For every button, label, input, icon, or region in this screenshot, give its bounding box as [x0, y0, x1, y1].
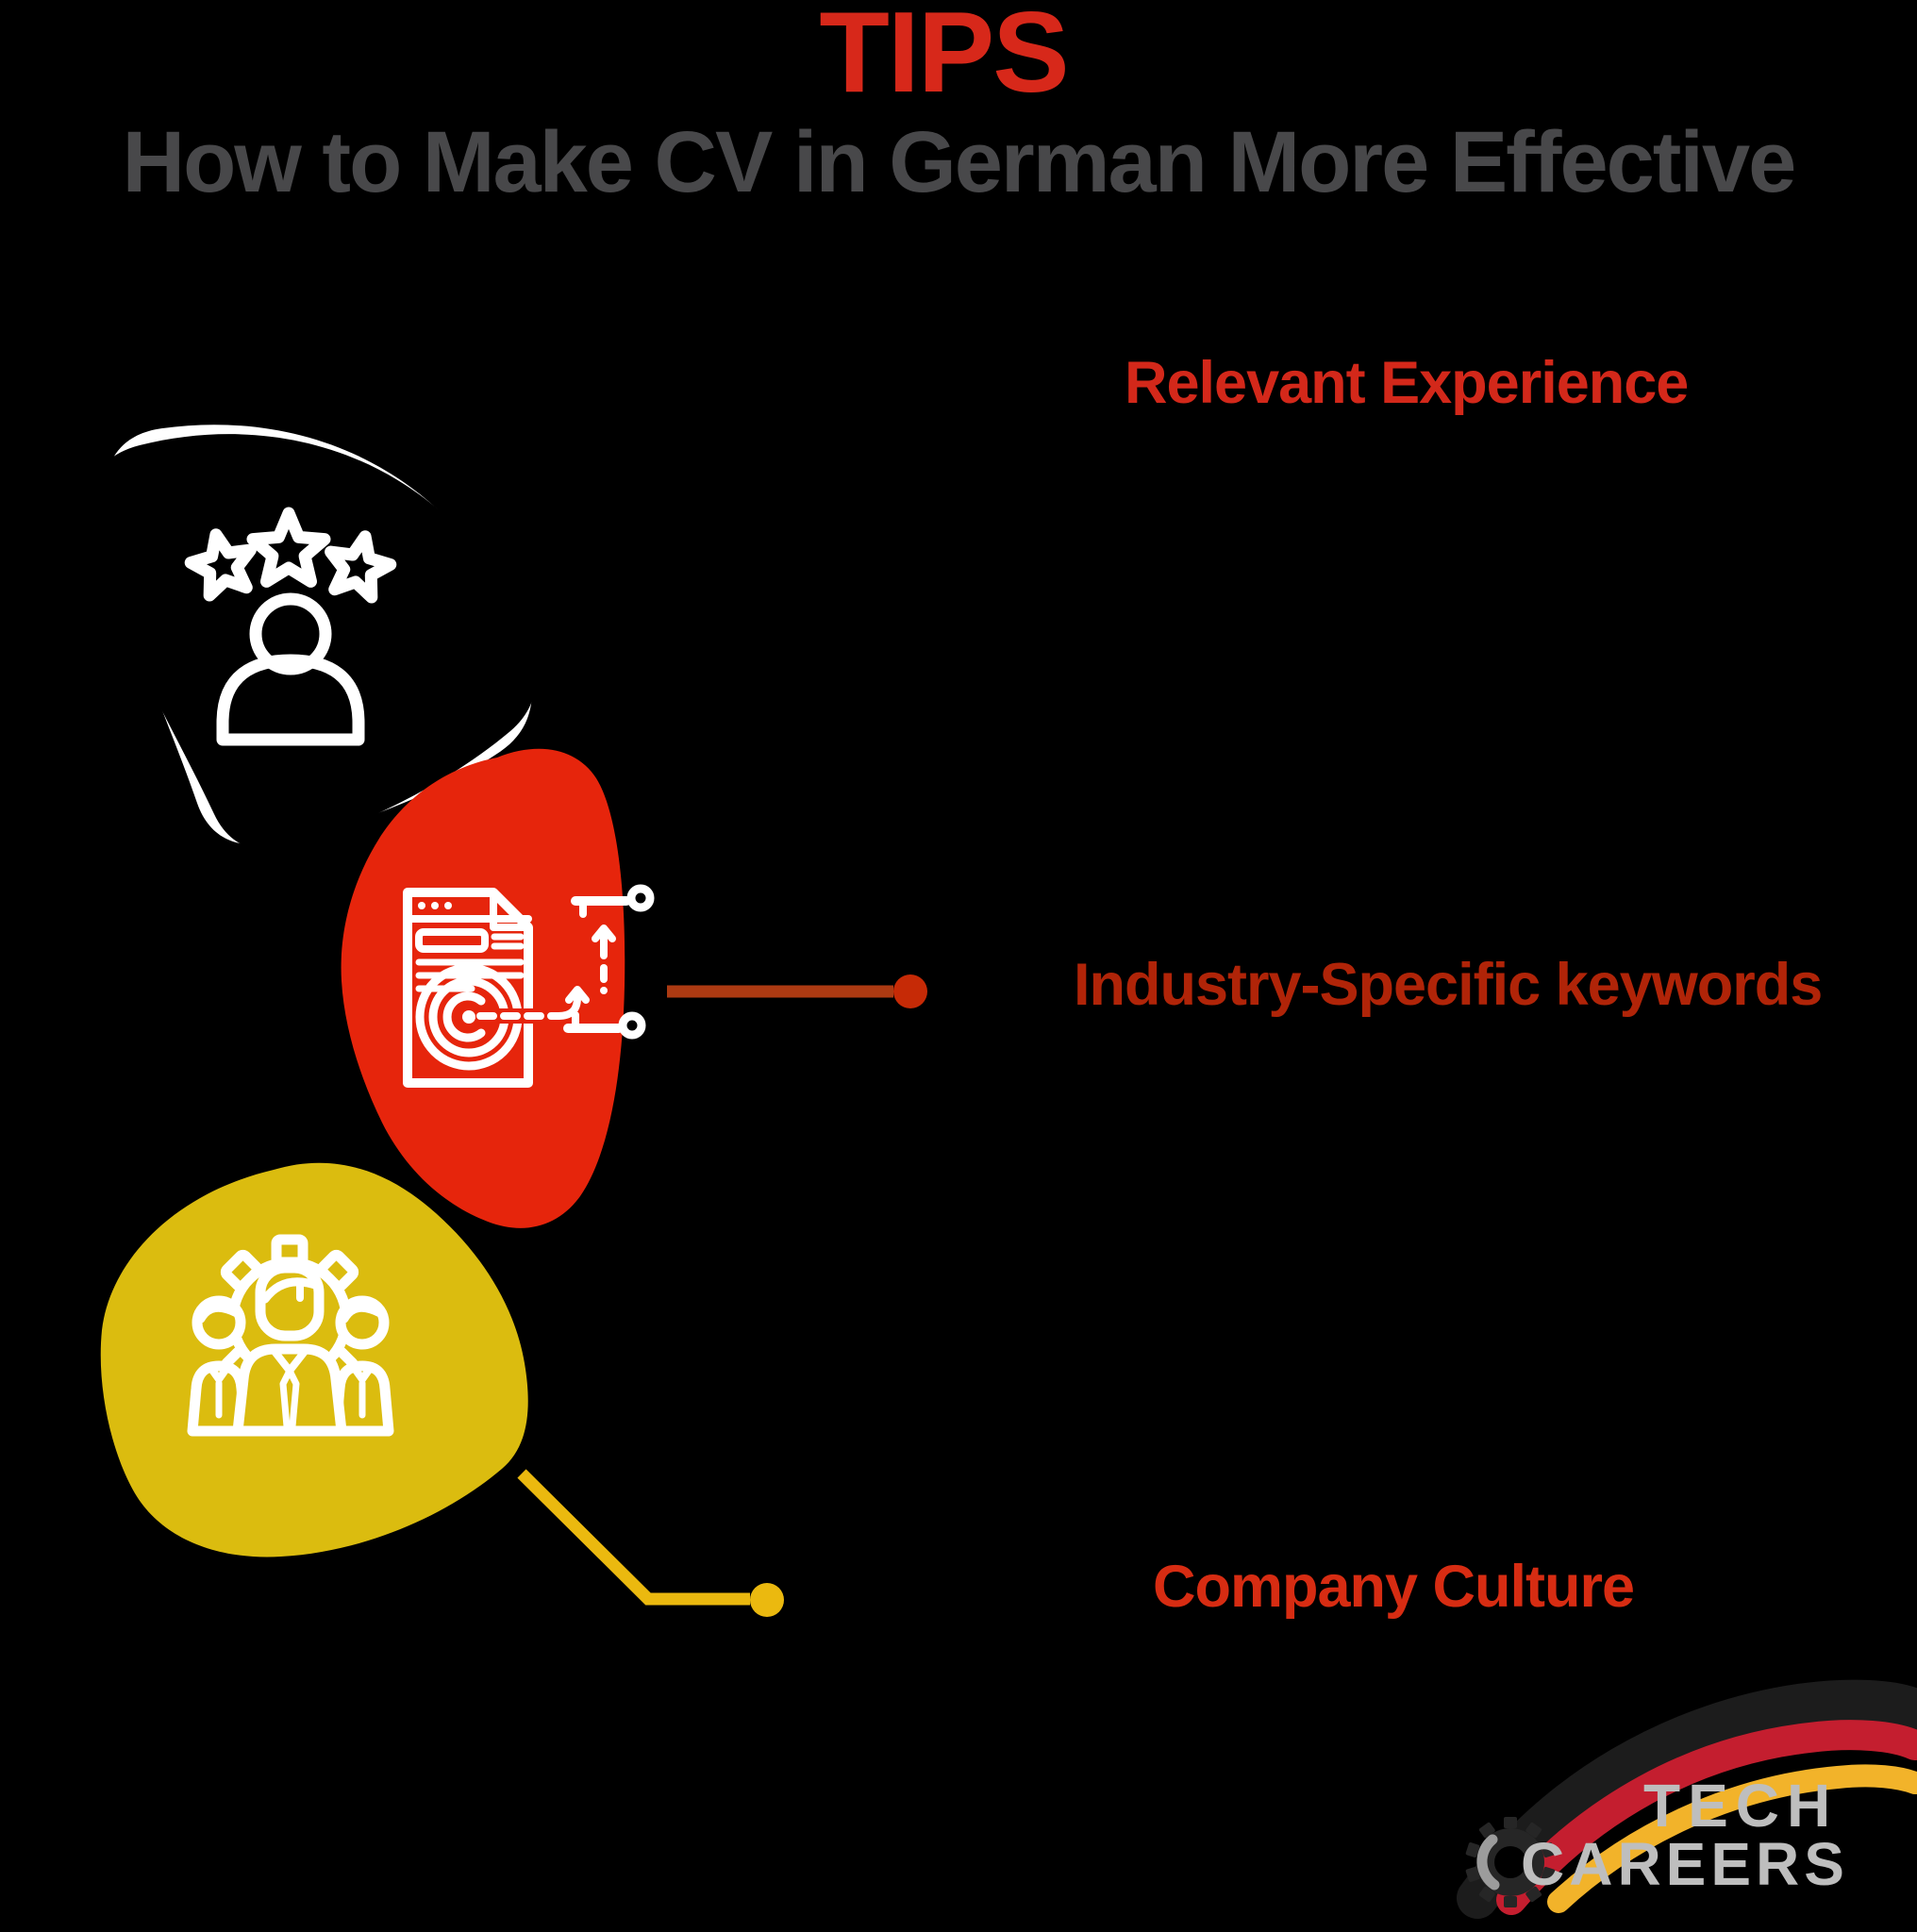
label-industry-keywords: Industry-Specific keywords: [1074, 952, 1823, 1018]
arrow-up: [592, 924, 616, 942]
cv-document-target-icon: [403, 884, 655, 1088]
star-icon: [246, 507, 331, 588]
page-title: How to Make CV in German More Effective: [122, 114, 1797, 210]
document-fold: [490, 889, 532, 931]
brush-stroke-yellow: [1547, 1764, 1917, 1913]
target-center-dot: [462, 1010, 475, 1024]
dot: [418, 902, 425, 909]
tech-careers-logo: TECH CAREERS: [1457, 1679, 1917, 1919]
star-icon: [325, 530, 397, 604]
text-line: [491, 933, 525, 950]
link-elbow: [555, 994, 581, 1020]
star-icon: [184, 528, 257, 602]
team-member-right: [330, 1295, 394, 1437]
document-outline: [403, 888, 533, 1088]
brush-stroke-red: [1496, 1720, 1917, 1915]
page-eyebrow: TIPS: [819, 0, 1069, 116]
person-body: [216, 654, 365, 746]
dot: [444, 902, 452, 909]
connector-dot: [893, 974, 927, 1008]
team-member-left: [187, 1295, 251, 1437]
person-three-stars-icon: [184, 507, 397, 746]
team-gear-icon: [187, 1234, 394, 1437]
target-bullseye: [442, 991, 486, 1042]
node-circle: [626, 884, 655, 912]
connector-dot: [750, 1583, 784, 1617]
dot: [600, 987, 608, 994]
logo-text-careers: CAREERS: [1521, 1830, 1849, 1898]
dot: [431, 902, 439, 909]
person-head: [249, 592, 332, 675]
team-member-center: [232, 1262, 347, 1437]
connector-line: [517, 1469, 750, 1606]
node-circle: [618, 1011, 646, 1040]
logo-text-tech: TECH: [1643, 1772, 1838, 1840]
gear-highlight: [1476, 1834, 1500, 1890]
arrow-up: [565, 986, 590, 1004]
label-company-culture: Company Culture: [1153, 1554, 1635, 1620]
logo-gear-icon: [1465, 1817, 1556, 1907]
connector-industry-keywords: [667, 974, 927, 1008]
label-relevant-experience: Relevant Experience: [1125, 350, 1689, 416]
text-block: [415, 928, 489, 953]
connector-company-culture: [517, 1469, 784, 1617]
